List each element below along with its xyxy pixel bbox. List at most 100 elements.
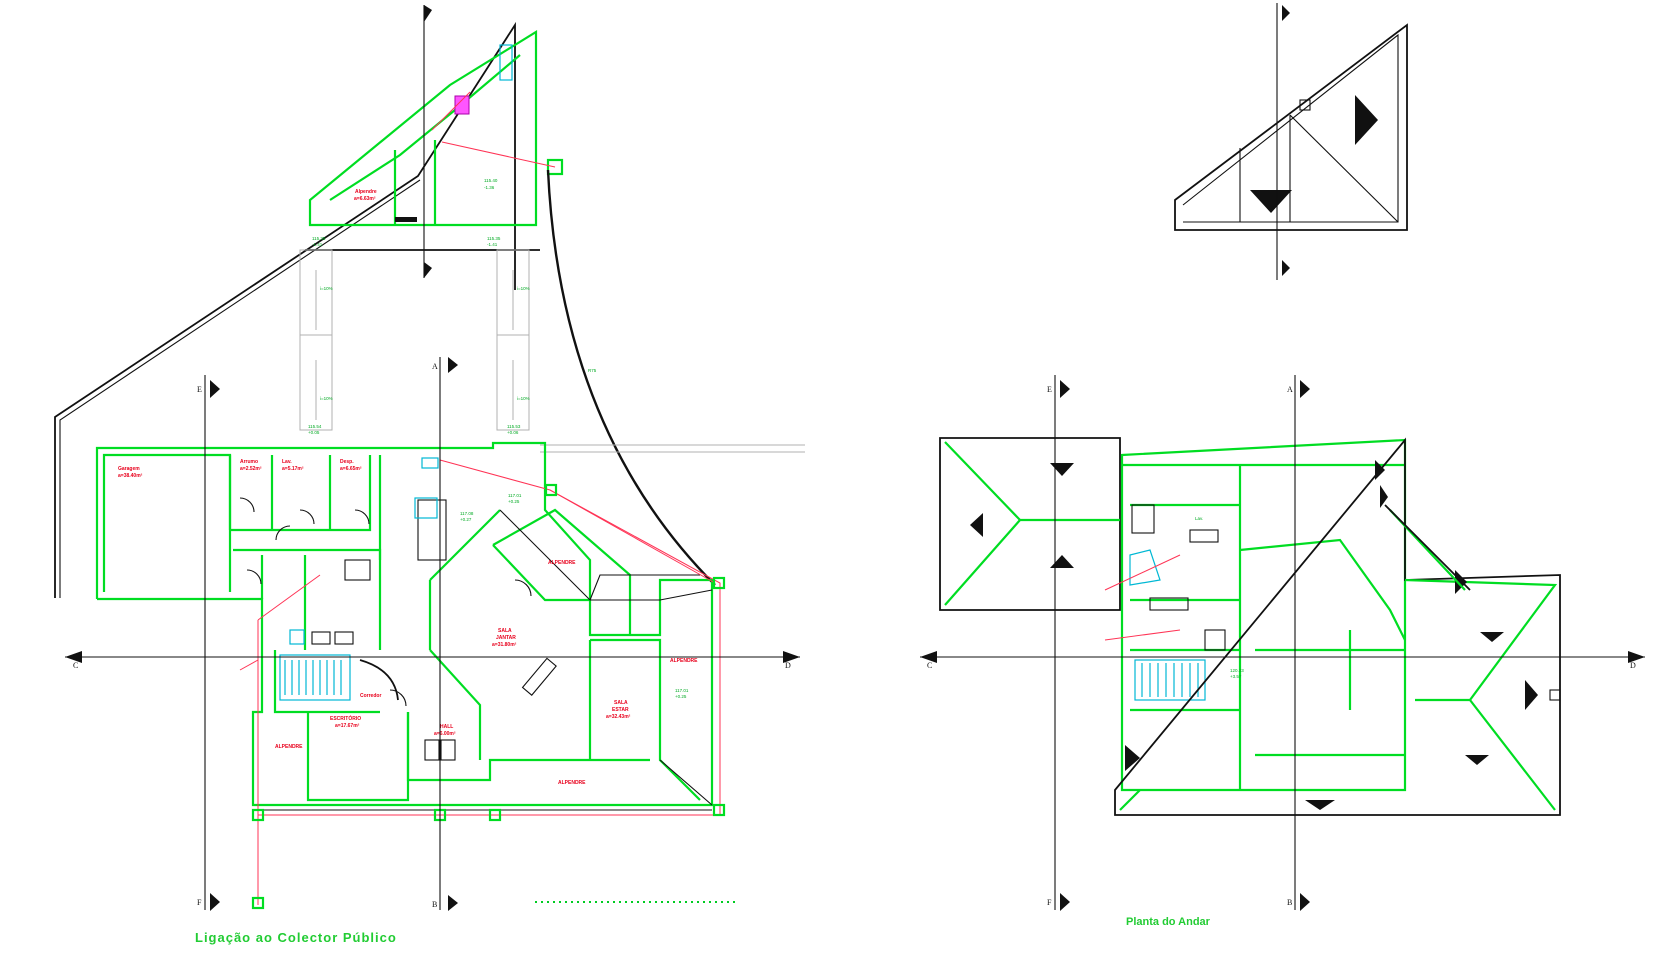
axis-label-b-right: B xyxy=(1287,898,1292,907)
fixture xyxy=(421,457,439,469)
drain-line-annex-2 xyxy=(431,91,471,131)
roof-plan-small xyxy=(1174,3,1408,280)
axis-marker xyxy=(920,651,937,663)
level-label: +3.57 xyxy=(1230,674,1242,679)
axis-marker xyxy=(424,5,432,22)
axis-label-f: F xyxy=(197,898,202,907)
level-label: +0.25 xyxy=(508,499,520,504)
room-label-arrumo: Arrumo xyxy=(240,459,258,465)
veranda-walls xyxy=(492,508,632,635)
site-boundary-inner xyxy=(59,179,421,598)
roof-ridge xyxy=(1289,114,1399,223)
slope-arrow xyxy=(1050,555,1074,568)
staircase xyxy=(279,654,351,701)
right-axes: C D E F A B xyxy=(920,375,1645,911)
drain-line xyxy=(1104,629,1181,641)
living-wall-diagonal xyxy=(590,638,701,801)
room-label-alpendre-top: Alpendre xyxy=(355,189,377,195)
axis-marker xyxy=(448,357,458,373)
caption-left-plan: Ligação ao Colector Público xyxy=(195,930,397,945)
upper-floor-outer-wall xyxy=(1120,438,1407,792)
room-label-sala-jantar: JANTAR xyxy=(496,635,516,641)
ramp-slope: i=10% xyxy=(320,396,333,401)
axis-marker xyxy=(1282,5,1290,21)
partition xyxy=(1239,538,1406,641)
axis-marker xyxy=(1300,380,1310,398)
roof-line xyxy=(589,574,700,601)
basin xyxy=(334,631,354,645)
chimney xyxy=(1549,689,1561,701)
room-label: Lav. xyxy=(1195,516,1203,521)
door-arc xyxy=(389,689,407,707)
level-label: +0.25 xyxy=(675,694,687,699)
room-area-arrumo: a=2.52m² xyxy=(240,466,262,472)
roof-outline xyxy=(1174,23,1408,231)
room-label-garagem: Garagem xyxy=(118,466,140,472)
axis-label-d-right: D xyxy=(1630,661,1636,670)
roof-wing-left xyxy=(939,437,1121,611)
room-label-alpendre-bottom: ALPENDRE xyxy=(558,780,586,786)
level-label: 117.01 xyxy=(675,688,689,693)
ramp-right xyxy=(496,249,530,431)
left-floor-plan: Alpendre a=6.63m² 115.40 -1.36 R75 115.3… xyxy=(54,21,805,910)
kitchen-island xyxy=(417,499,447,561)
door-arc xyxy=(239,497,255,513)
level-label: +0.06 xyxy=(507,430,519,435)
basin xyxy=(1189,529,1219,543)
level-label: -1.41 xyxy=(312,242,323,247)
axis-marker xyxy=(1628,651,1645,663)
room-label-alpendre-left: ALPENDRE xyxy=(275,744,303,750)
level-label: +0.05 xyxy=(308,430,320,435)
axis-marker xyxy=(65,651,82,663)
room-area-hall: a=6.00m² xyxy=(434,731,456,737)
annex-equipment xyxy=(454,95,470,115)
annex-door-threshold xyxy=(395,217,417,222)
building-outer-wall xyxy=(95,441,714,807)
axis-marker xyxy=(210,380,220,398)
axis-label-e: E xyxy=(197,385,202,394)
room-label-sala-estar: SALA xyxy=(614,700,628,706)
annex-inner-wall xyxy=(329,54,521,201)
room-label-alpendre-right: ALPENDRE xyxy=(670,658,698,664)
room-label-sala-jantar: SALA xyxy=(498,628,512,634)
shower xyxy=(1204,629,1226,651)
basin xyxy=(311,631,331,645)
hall-walls xyxy=(406,712,650,782)
entrance-door xyxy=(424,739,440,761)
stair-walls xyxy=(273,650,380,714)
room-area-desp: a=6.65m² xyxy=(340,466,362,472)
door-arc xyxy=(299,509,315,525)
upper-floor-plan: Lav. 120.33 +3.57 xyxy=(939,437,1561,816)
veranda-diagonal xyxy=(492,544,590,602)
level-label: 115.54 xyxy=(308,424,322,429)
wc-fixture xyxy=(289,629,305,645)
slope-arrow xyxy=(1525,680,1538,710)
curve-label: R75 xyxy=(588,368,597,373)
axis-marker xyxy=(1060,893,1070,911)
room-area-escritorio: a=17.67m² xyxy=(335,723,360,729)
axis-marker xyxy=(1060,380,1070,398)
axis-label-a-right: A xyxy=(1287,385,1293,394)
slope-arrow xyxy=(1250,190,1292,213)
axis-label-f-right: F xyxy=(1047,898,1052,907)
caption-right-plan: Planta do Andar xyxy=(1126,916,1211,928)
fireplace xyxy=(521,657,557,696)
room-label-corredor: Corredor xyxy=(360,693,381,699)
slope-arrow xyxy=(1375,460,1385,480)
roof-hip xyxy=(1119,789,1141,811)
annex-wall xyxy=(308,30,538,227)
dining-walls xyxy=(429,649,482,760)
room-area-alpendre-top: a=6.63m² xyxy=(354,196,376,202)
room-area-garagem: a=38.40m² xyxy=(118,473,143,479)
slope-arrow xyxy=(1380,485,1388,508)
room-label-hall: HALL xyxy=(440,724,453,730)
chimney xyxy=(1299,99,1311,111)
annex-box xyxy=(546,158,564,176)
level-label: -1.41 xyxy=(487,242,498,247)
level-label: 115.35 xyxy=(487,236,501,241)
slope-arrow xyxy=(1465,755,1489,765)
roof-line xyxy=(659,759,713,806)
roof-hip xyxy=(1404,578,1558,811)
drain-line-annex xyxy=(441,141,556,168)
door-arc xyxy=(275,525,291,541)
